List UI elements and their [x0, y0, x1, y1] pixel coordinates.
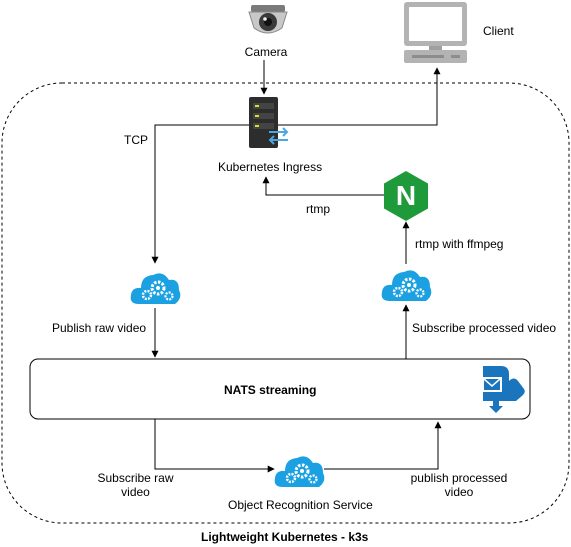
nats-streaming-box [29, 358, 531, 420]
edge-recognition-to-nats [324, 421, 442, 470]
cluster-label: Lightweight Kubernetes - k3s [201, 530, 369, 544]
tcp-edge-label: TCP [124, 133, 148, 147]
client-label: Client [483, 24, 514, 38]
k3s-cluster-boundary [1, 82, 570, 524]
edge-nats-to-recognition [154, 419, 275, 473]
rtmp-edge-label: rtmp [306, 202, 330, 216]
edge-ingress-to-publisher-tcp [151, 124, 249, 264]
ingress-server-icon [249, 97, 289, 148]
svg-text:N: N [396, 180, 416, 211]
recognition-cloud-gear-icon [274, 456, 325, 487]
subscribe-raw-edge-label-line1: Subscribe raw [97, 471, 174, 485]
subscriber-cloud-gear-icon [381, 270, 432, 301]
subscribe-raw-edge-label-line2: video [121, 485, 150, 499]
edge-nginx-to-ingress-rtmp [262, 176, 384, 196]
subscriber-label: Subscribe processed video [412, 321, 557, 335]
ingress-label: Kubernetes Ingress [218, 160, 323, 174]
publish-processed-edge-label-line2: video [444, 485, 474, 499]
publish-processed-edge-label-line1: publish processed [410, 471, 508, 485]
edge-ingress-to-client [278, 67, 441, 126]
nginx-icon: N [384, 171, 428, 221]
nats-label: NATS streaming [224, 383, 317, 397]
nats-queue-icon [482, 366, 525, 413]
publisher-cloud-gear-icon [130, 273, 181, 304]
recognition-label: Object Recognition Service [228, 498, 373, 512]
client-computer-icon [404, 2, 467, 63]
camera-icon [248, 5, 288, 34]
publisher-label: Publish raw video [52, 321, 147, 335]
rtmp-ffmpeg-edge-label: rtmp with ffmpeg [415, 237, 504, 251]
camera-label: Camera [244, 45, 288, 59]
